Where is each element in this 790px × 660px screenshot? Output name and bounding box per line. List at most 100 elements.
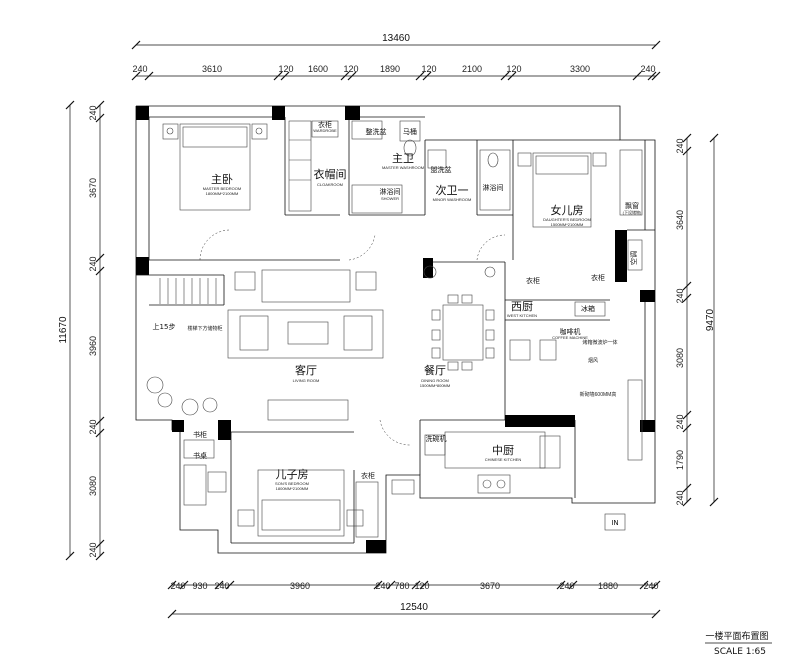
right-dim-1: 240 bbox=[675, 138, 685, 153]
daughter-bedroom-label: 女儿房 bbox=[551, 203, 584, 217]
dimension-tick bbox=[280, 71, 290, 81]
right-total-dimension: 9470 bbox=[705, 308, 716, 331]
stairs-label: 上15步 bbox=[153, 322, 176, 331]
furniture bbox=[146, 120, 643, 538]
son-bedroom-label: 儿子房 bbox=[276, 468, 309, 481]
dimension-tick bbox=[507, 71, 517, 81]
top-dim-8: 2100 bbox=[462, 64, 482, 74]
bottom-dim-5: 240 bbox=[375, 581, 390, 591]
under-stairs-label: 楼梯下方储物柜 bbox=[187, 325, 222, 332]
daughter-bedroom-en: DAUGHTER'S BEDROOM bbox=[543, 217, 591, 222]
dimension-tick bbox=[682, 133, 692, 143]
bottom-dim-6: 780 bbox=[394, 581, 409, 591]
top-dim-11: 240 bbox=[640, 64, 655, 74]
dimension-tick bbox=[632, 71, 642, 81]
room-labels: 主卧 MASTER BEDROOM 1800MM*2100MM 衣帽间 CLOA… bbox=[203, 152, 591, 491]
dimension-tick bbox=[568, 580, 578, 590]
wk-wardrobe-label: 衣柜 bbox=[526, 276, 540, 285]
left-dim-4: 3960 bbox=[88, 336, 98, 356]
wk-wardrobe2-label: 衣柜 bbox=[591, 273, 605, 282]
top-dim-1: 240 bbox=[132, 64, 147, 74]
left-dim-1: 240 bbox=[88, 105, 98, 120]
left-dim-5: 240 bbox=[88, 419, 98, 434]
plan-title: 一楼平面布置图 bbox=[705, 630, 768, 642]
top-dimensions: 13460 240 3610 120 1600 120 1890 120 210… bbox=[131, 33, 661, 81]
dimension-tick bbox=[144, 71, 154, 81]
bottom-dim-4: 3960 bbox=[290, 581, 310, 591]
bottom-dim-2: 930 bbox=[192, 581, 207, 591]
fixture-labels: 衣柜 WARDROBE 整洗盆 马桶 淋浴间 SHOWER 盥洗盆 淋浴间 飘窗… bbox=[153, 120, 642, 527]
top-dim-2: 3610 bbox=[202, 64, 222, 74]
daughter-bedroom-size: 1500MM*2100MM bbox=[551, 222, 584, 227]
dining-room-label: 餐厅 bbox=[424, 363, 446, 377]
dining-room-en: DINING ROOM bbox=[421, 378, 449, 383]
dimension-tick bbox=[347, 71, 357, 81]
bay-window-label: 飘窗 bbox=[625, 201, 639, 210]
top-dim-9: 120 bbox=[506, 64, 521, 74]
walls bbox=[135, 105, 656, 554]
right-dim-7: 240 bbox=[675, 490, 685, 505]
left-dim-7: 240 bbox=[88, 542, 98, 557]
bottom-dim-3: 240 bbox=[214, 581, 229, 591]
bay-window-sub: (下设储物) bbox=[623, 209, 642, 215]
dimension-tick bbox=[682, 293, 692, 303]
top-dim-10: 3300 bbox=[570, 64, 590, 74]
shower2-label: 淋浴间 bbox=[483, 183, 504, 192]
dimension-tick bbox=[415, 71, 425, 81]
west-kitchen-label: 西厨 bbox=[511, 300, 533, 313]
cloak-wardrobe-label: 衣柜 bbox=[318, 120, 332, 129]
left-total-dimension: 11670 bbox=[58, 316, 69, 344]
coffee-label: 咖啡机 bbox=[560, 327, 581, 336]
right-dim-4: 3080 bbox=[675, 348, 685, 368]
dimension-tick bbox=[419, 580, 429, 590]
living-room-label: 客厅 bbox=[295, 363, 317, 377]
dimension-tick bbox=[225, 580, 235, 590]
ac-label: 空调 bbox=[629, 251, 638, 265]
living-room-en: LIVING ROOM bbox=[293, 378, 320, 383]
dimension-tick bbox=[682, 410, 692, 420]
dimension-tick bbox=[179, 580, 189, 590]
right-dim-2: 3640 bbox=[675, 210, 685, 230]
left-dimensions: 11670 240 3670 240 3960 240 3080 240 bbox=[58, 100, 105, 561]
dimension-tick bbox=[273, 71, 283, 81]
cloakroom-en: CLOAKROOM bbox=[317, 182, 343, 187]
right-dimensions: 9470 240 3640 240 3080 240 1790 240 bbox=[675, 133, 719, 507]
dimension-tick bbox=[651, 71, 661, 81]
cloak-wardrobe-en: WARDROBE bbox=[313, 128, 337, 133]
fridge-label: 冰箱 bbox=[581, 304, 595, 313]
master-washroom-en: MASTER WASHROOM bbox=[382, 165, 424, 170]
bottom-total-dimension: 12540 bbox=[400, 602, 428, 613]
bookcase-label: 书柜 bbox=[193, 430, 207, 439]
chinese-kitchen-label: 中厨 bbox=[492, 444, 514, 457]
left-dim-3: 240 bbox=[88, 256, 98, 271]
left-dim-2: 3670 bbox=[88, 178, 98, 198]
master-bedroom-en: MASTER BEDROOM bbox=[203, 186, 241, 191]
dimension-tick bbox=[386, 580, 396, 590]
top-total-dimension: 13460 bbox=[382, 33, 410, 44]
son-bedroom-en: SON'S BEDROOM bbox=[275, 481, 309, 486]
hood-label: 烟风 bbox=[588, 357, 598, 364]
minor-washroom-en: MINOR WASHROOM bbox=[433, 197, 472, 202]
dimension-tick bbox=[682, 483, 692, 493]
bottom-dim-8: 3670 bbox=[480, 581, 500, 591]
desk-label: 书桌 bbox=[193, 451, 207, 460]
dimension-tick bbox=[556, 580, 566, 590]
coffee-en: COFFEE MACHINE bbox=[552, 335, 588, 340]
dimension-tick bbox=[500, 71, 510, 81]
plan-scale: SCALE 1:65 bbox=[714, 647, 766, 657]
dining-room-size: 1500MM*800MM bbox=[420, 383, 450, 388]
title-block: 一楼平面布置图 SCALE 1:65 bbox=[705, 630, 772, 657]
dimension-tick bbox=[411, 580, 421, 590]
master-bedroom-size: 1800MM*2100MM bbox=[206, 191, 239, 196]
new-wall-label: 新砌墙600MM高 bbox=[580, 391, 617, 398]
toilet-label: 马桶 bbox=[403, 127, 417, 136]
master-washroom-label: 主卫 bbox=[392, 152, 414, 165]
shower-label: 淋浴间 bbox=[380, 187, 401, 196]
washer-label: 洗碗机 bbox=[426, 434, 447, 443]
washbasin-label: 整洗盆 bbox=[366, 127, 387, 136]
dimension-tick bbox=[682, 497, 692, 507]
bottom-dim-7: 120 bbox=[414, 581, 429, 591]
dimension-tick bbox=[682, 423, 692, 433]
dimension-tick bbox=[682, 146, 692, 156]
